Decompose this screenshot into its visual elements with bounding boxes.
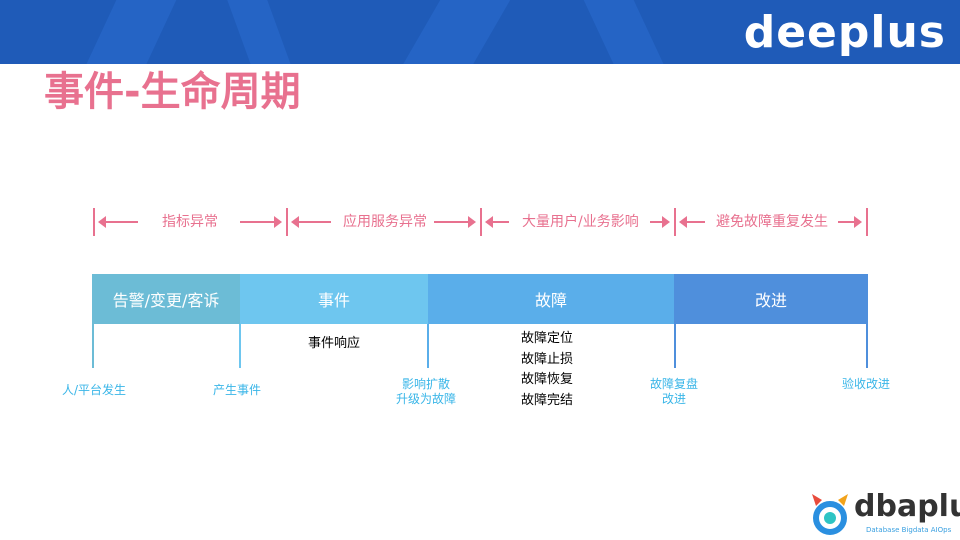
brand-logo: deeplus bbox=[743, 7, 946, 58]
segment-label: 改进 bbox=[754, 291, 787, 310]
event-sub-item: 事件响应 bbox=[307, 336, 360, 351]
milestone-escalate: 影响扩散 升级为故障 bbox=[386, 377, 466, 407]
fault-sub-list: 故障定位 故障止损 故障恢复 故障完结 bbox=[507, 329, 587, 411]
milestone-event: 产生事件 bbox=[197, 383, 277, 398]
range-label-indicator: 指标异常 bbox=[162, 214, 218, 230]
right-arrow-icon bbox=[434, 216, 476, 228]
milestone-text: 改进 bbox=[661, 392, 686, 406]
left-arrow-icon bbox=[291, 216, 331, 228]
banner-decoration bbox=[223, 0, 297, 64]
page-title: 事件-生命周期 bbox=[44, 69, 301, 115]
dbaplus-logo: dbaplus Database Bigdata AIOps bbox=[808, 490, 960, 536]
dbaplus-tagline: Database Bigdata AIOps bbox=[866, 526, 952, 534]
timeline-connector bbox=[239, 324, 241, 368]
header-banner: deeplus bbox=[0, 0, 960, 64]
fault-sub-item: 故障定位 bbox=[520, 331, 573, 346]
milestone-text: 验收改进 bbox=[841, 377, 890, 391]
right-arrow-icon bbox=[838, 216, 862, 228]
banner-decoration bbox=[394, 0, 516, 64]
segment-label: 告警/变更/客诉 bbox=[112, 291, 220, 310]
fault-sub-item: 故障止损 bbox=[520, 351, 573, 367]
right-arrow-icon bbox=[650, 216, 670, 228]
fault-sub-item: 故障完结 bbox=[520, 392, 573, 408]
left-arrow-icon bbox=[98, 216, 138, 228]
left-arrow-icon bbox=[679, 216, 705, 228]
milestone-text: 影响扩散 bbox=[401, 377, 450, 391]
timeline-connector bbox=[92, 324, 94, 368]
segment-label: 故障 bbox=[534, 291, 567, 310]
timeline-connector bbox=[674, 324, 676, 368]
banner-decoration bbox=[79, 0, 181, 64]
milestone-accept: 验收改进 bbox=[826, 377, 906, 392]
dbaplus-wordmark: dbaplus bbox=[854, 489, 960, 524]
segment-improve: 改进 bbox=[674, 274, 868, 324]
range-label-prevent: 避免故障重复发生 bbox=[716, 214, 828, 230]
milestone-text: 产生事件 bbox=[212, 383, 261, 397]
segment-label: 事件 bbox=[317, 291, 350, 310]
milestone-review: 故障复盘 改进 bbox=[634, 377, 714, 407]
timeline-connector bbox=[866, 324, 868, 368]
milestone-text: 人/平台发生 bbox=[61, 383, 127, 397]
banner-decoration bbox=[579, 0, 671, 64]
right-arrow-icon bbox=[240, 216, 282, 228]
range-divider bbox=[286, 208, 288, 236]
range-divider bbox=[480, 208, 482, 236]
milestone-origin: 人/平台发生 bbox=[46, 383, 142, 398]
segment-event: 事件 bbox=[240, 274, 428, 324]
left-arrow-icon bbox=[485, 216, 509, 228]
range-divider bbox=[93, 208, 95, 236]
range-label-business: 大量用户/业务影响 bbox=[522, 214, 639, 230]
range-divider bbox=[674, 208, 676, 236]
dbaplus-mark-icon bbox=[812, 494, 848, 535]
range-label-service: 应用服务异常 bbox=[343, 214, 427, 230]
segment-alert: 告警/变更/客诉 bbox=[92, 274, 240, 324]
fault-sub-item: 故障恢复 bbox=[520, 372, 573, 387]
milestone-text: 升级为故障 bbox=[395, 392, 456, 406]
range-divider bbox=[866, 208, 868, 236]
timeline-connector bbox=[427, 324, 429, 368]
segment-fault: 故障 bbox=[428, 274, 674, 324]
milestone-text: 故障复盘 bbox=[649, 377, 698, 391]
